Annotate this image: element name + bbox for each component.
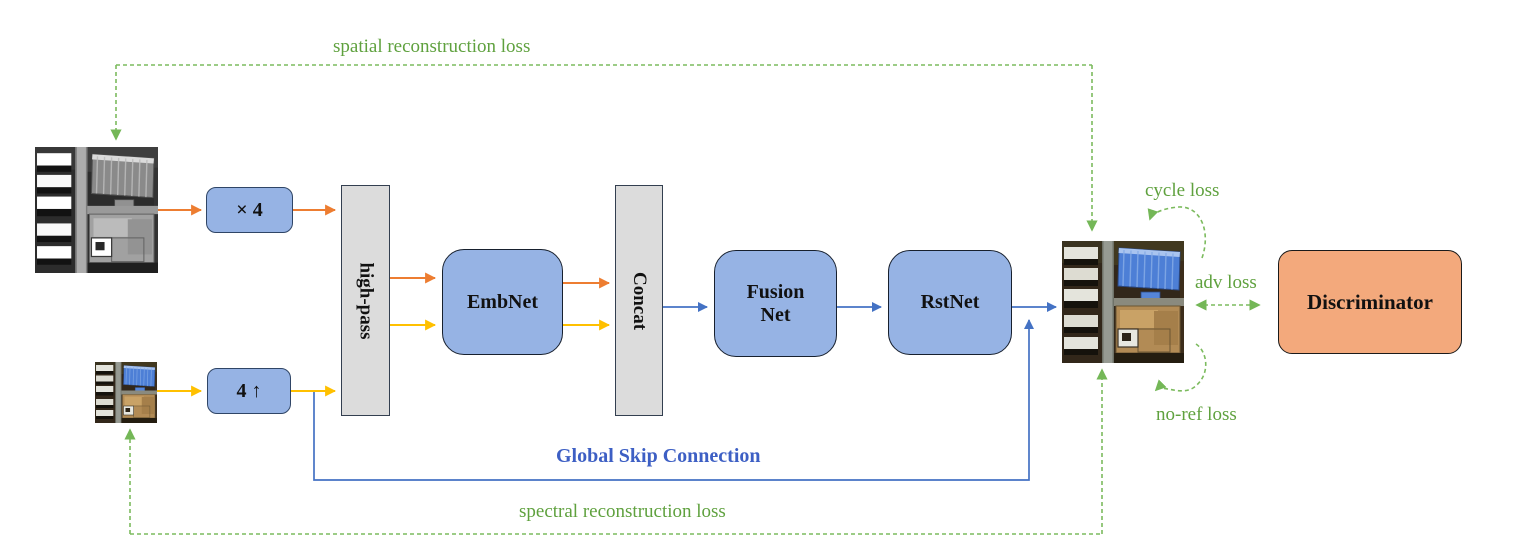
pan-upsample-label: × 4 <box>236 198 263 221</box>
concat-label: Concat <box>629 271 650 330</box>
fusionnet-box: Fusion Net <box>714 250 837 357</box>
ms-upsample-box: 4 ↑ <box>207 368 291 414</box>
noref-loss-label: no-ref loss <box>1156 404 1237 425</box>
loss-lines <box>110 64 1261 535</box>
global-skip-label: Global Skip Connection <box>556 445 761 467</box>
pan-upsample-box: × 4 <box>206 187 293 233</box>
spectral-loss-label: spectral reconstruction loss <box>519 501 726 522</box>
rstnet-box: RstNet <box>888 250 1012 355</box>
global-skip-line <box>313 318 1035 481</box>
highpass-label: high-pass <box>355 261 377 340</box>
embnet-box: EmbNet <box>442 249 563 355</box>
noref-loss-arc <box>1154 343 1207 392</box>
discriminator-label: Discriminator <box>1307 289 1433 314</box>
discriminator-box: Discriminator <box>1278 250 1462 354</box>
spatial-loss-label: spatial reconstruction loss <box>333 36 531 57</box>
highpass-box: high-pass <box>341 185 390 416</box>
main-flow-arrows <box>313 301 1058 481</box>
fusionnet-label: Fusion Net <box>746 281 805 326</box>
cycle-loss-label: cycle loss <box>1145 180 1220 201</box>
ms-input-image <box>95 362 157 423</box>
ms-flow-arrows <box>157 319 611 397</box>
fused-output-image <box>1062 241 1184 363</box>
rstnet-label: RstNet <box>920 291 980 313</box>
pan-input-image <box>35 147 158 273</box>
cycle-loss-arc <box>1147 206 1207 259</box>
adv-loss-label: adv loss <box>1195 272 1257 293</box>
embnet-label: EmbNet <box>466 290 539 313</box>
concat-box: Concat <box>615 185 663 416</box>
ms-upsample-label: 4 ↑ <box>236 379 262 402</box>
pan-flow-arrows <box>158 204 611 289</box>
